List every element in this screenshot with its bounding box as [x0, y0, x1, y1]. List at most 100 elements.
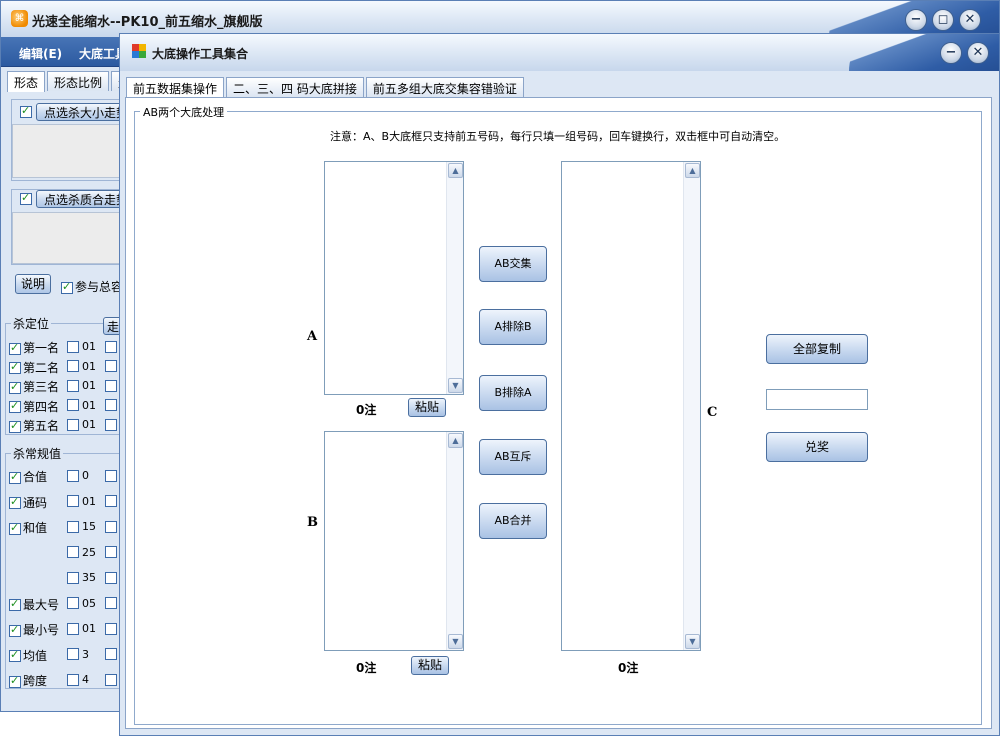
- row-checkbox[interactable]: [9, 399, 21, 413]
- dialog-title: 大底操作工具集合: [152, 47, 249, 61]
- extra-checkbox[interactable]: [105, 360, 117, 372]
- extra-checkbox[interactable]: [105, 597, 117, 609]
- value-checkbox[interactable]: [67, 673, 79, 686]
- row-value: 01: [82, 418, 96, 431]
- tab-code-base-splice[interactable]: 二、三、四 码大底拼接: [226, 77, 364, 97]
- participate-checkbox[interactable]: [61, 280, 73, 294]
- check-prize-button[interactable]: 兑奖: [766, 432, 868, 462]
- row-label: 第五名: [23, 419, 60, 433]
- a-exclude-b-button[interactable]: A排除B: [479, 309, 547, 345]
- dialog-title-bar[interactable]: 大底操作工具集合 − ✕: [120, 34, 999, 71]
- result-c-scrollbar[interactable]: ▲ ▼: [683, 162, 700, 650]
- row-checkbox[interactable]: [9, 521, 21, 535]
- extra-checkbox[interactable]: [105, 546, 117, 558]
- value-checkbox[interactable]: [67, 597, 79, 609]
- kill-position-group: [5, 323, 121, 435]
- row-label: 第四名: [23, 399, 60, 414]
- row-checkbox[interactable]: [9, 360, 21, 374]
- value-checkbox[interactable]: [67, 399, 79, 411]
- value-checkbox[interactable]: [67, 622, 79, 635]
- size-trend-area: [12, 124, 122, 178]
- scroll-down-icon[interactable]: ▼: [685, 634, 700, 649]
- ab-mutex-button[interactable]: AB互斥: [479, 439, 547, 475]
- menu-base-tools[interactable]: 大底工具: [79, 47, 128, 61]
- value-checkbox[interactable]: [67, 648, 79, 660]
- row-checkbox[interactable]: [9, 341, 21, 355]
- prime-trend-checkbox[interactable]: [20, 191, 32, 205]
- menu-edit[interactable]: 编辑(E): [19, 47, 63, 61]
- row-checkbox[interactable]: [9, 419, 21, 433]
- close-button[interactable]: ✕: [959, 9, 981, 31]
- base-b-scrollbar[interactable]: ▲ ▼: [446, 432, 463, 650]
- row-checkbox[interactable]: [9, 674, 21, 688]
- ab-merge-button[interactable]: AB合并: [479, 503, 547, 539]
- extra-checkbox[interactable]: [105, 495, 117, 507]
- tab-shape[interactable]: 形态: [7, 71, 46, 92]
- extra-checkbox[interactable]: [105, 673, 117, 686]
- tab-multi-group-verify[interactable]: 前五多组大底交集容错验证: [365, 77, 524, 97]
- row-checkbox[interactable]: [9, 380, 21, 394]
- tab-front5-data-set[interactable]: 前五数据集操作: [126, 77, 225, 98]
- paste-b-button[interactable]: 粘贴: [411, 656, 449, 675]
- size-trend-checkbox[interactable]: [20, 104, 32, 118]
- base-tools-dialog: 大底操作工具集合 − ✕ 前五数据集操作 二、三、四 码大底拼接 前五多组大底交…: [119, 33, 1000, 736]
- row-checkbox[interactable]: [9, 597, 21, 611]
- prize-number-input[interactable]: [766, 389, 868, 410]
- minimize-button[interactable]: −: [905, 9, 927, 31]
- base-a-textarea[interactable]: ▲ ▼: [324, 161, 464, 395]
- dialog-tabs: 前五数据集操作 二、三、四 码大底拼接 前五多组大底交集容错验证: [126, 77, 524, 98]
- explain-button[interactable]: 说明: [15, 274, 51, 294]
- copy-all-button[interactable]: 全部复制: [766, 334, 868, 364]
- dialog-minimize-button[interactable]: −: [940, 42, 962, 64]
- row-value: 0: [82, 469, 89, 482]
- scroll-down-icon[interactable]: ▼: [448, 634, 463, 649]
- result-c-textarea[interactable]: ▲ ▼: [561, 161, 701, 651]
- kill-regular-group: [5, 453, 121, 689]
- value-checkbox[interactable]: [67, 418, 79, 431]
- row-checkbox[interactable]: [9, 623, 21, 637]
- extra-checkbox[interactable]: [105, 379, 117, 392]
- dialog-close-button[interactable]: ✕: [967, 42, 989, 64]
- row-checkbox[interactable]: [9, 495, 21, 509]
- paste-a-button[interactable]: 粘贴: [408, 398, 446, 417]
- scroll-up-icon[interactable]: ▲: [448, 433, 463, 448]
- row-label: 合值: [23, 470, 48, 484]
- main-window-controls: − ◻ ✕: [905, 9, 981, 31]
- tab-shape-ratio[interactable]: 形态比例: [47, 71, 110, 91]
- size-trend-button[interactable]: 点选杀大小走势: [36, 103, 136, 121]
- row-value: 01: [82, 398, 96, 412]
- kill-position-trend-button[interactable]: 走: [103, 317, 123, 335]
- main-title-bar[interactable]: ⌘ 光速全能缩水--PK10_前五缩水_旗舰版 − ◻ ✕: [1, 1, 999, 37]
- extra-checkbox[interactable]: [105, 469, 117, 482]
- row-checkbox[interactable]: [9, 470, 21, 484]
- row-value-cell: 01: [67, 359, 96, 373]
- base-b-textarea[interactable]: ▲ ▼: [324, 431, 464, 651]
- value-checkbox[interactable]: [67, 520, 79, 533]
- ab-intersect-button[interactable]: AB交集: [479, 246, 547, 282]
- b-exclude-a-button[interactable]: B排除A: [479, 375, 547, 411]
- extra-checkbox[interactable]: [105, 571, 117, 584]
- extra-checkbox[interactable]: [105, 520, 117, 533]
- row-label: 均值: [23, 648, 48, 663]
- value-checkbox[interactable]: [67, 571, 79, 584]
- value-checkbox[interactable]: [67, 546, 79, 558]
- extra-checkbox[interactable]: [105, 648, 117, 660]
- scroll-up-icon[interactable]: ▲: [685, 163, 700, 178]
- value-checkbox[interactable]: [67, 360, 79, 372]
- extra-checkbox[interactable]: [105, 418, 117, 431]
- extra-checkbox[interactable]: [105, 340, 117, 353]
- base-a-scrollbar[interactable]: ▲ ▼: [446, 162, 463, 394]
- scroll-down-icon[interactable]: ▼: [448, 378, 463, 393]
- scroll-up-icon[interactable]: ▲: [448, 163, 463, 178]
- value-checkbox[interactable]: [67, 340, 79, 353]
- extra-checkbox[interactable]: [105, 622, 117, 635]
- count-b: 0注: [356, 661, 377, 675]
- value-checkbox[interactable]: [67, 379, 79, 392]
- extra-checkbox[interactable]: [105, 399, 117, 411]
- ab-base-group-title: AB两个大底处理: [140, 104, 228, 120]
- value-checkbox[interactable]: [67, 495, 79, 507]
- maximize-button[interactable]: ◻: [932, 9, 954, 31]
- value-checkbox[interactable]: [67, 469, 79, 482]
- row-checkbox[interactable]: [9, 648, 21, 662]
